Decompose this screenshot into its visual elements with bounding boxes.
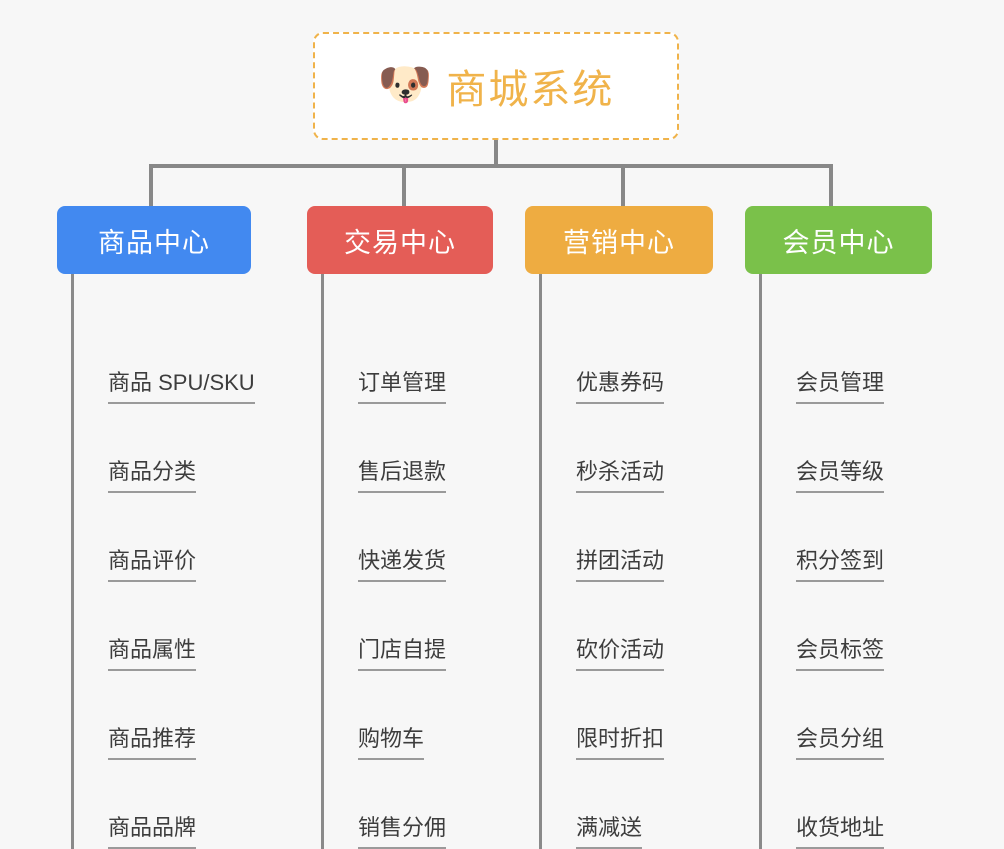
- leaf-label: 会员管理: [796, 370, 885, 404]
- connector-drop-1: [149, 164, 153, 206]
- list-item[interactable]: 购物车: [324, 671, 493, 760]
- list-item[interactable]: 砍价活动: [542, 582, 713, 671]
- category-column-3: 营销中心 优惠券码 秒杀活动 拼团活动 砍价活动 限时折扣 满减送: [525, 206, 713, 849]
- list-item[interactable]: 收货地址: [762, 760, 932, 849]
- leaf-list-3: 优惠券码 秒杀活动 拼团活动 砍价活动 限时折扣 满减送: [539, 274, 713, 849]
- leaf-label: 收货地址: [796, 815, 885, 849]
- list-item[interactable]: 商品分类: [74, 404, 251, 493]
- leaf-label: 限时折扣: [576, 726, 665, 760]
- shiba-dog-icon: 🐶: [377, 60, 433, 109]
- list-item[interactable]: 积分签到: [762, 493, 932, 582]
- leaf-label: 商品分类: [108, 459, 197, 493]
- root-node[interactable]: 🐶 商城系统: [313, 32, 679, 140]
- list-item[interactable]: 销售分佣: [324, 760, 493, 849]
- leaf-label: 满减送: [576, 815, 643, 849]
- leaf-label: 秒杀活动: [576, 459, 665, 493]
- list-item[interactable]: 会员等级: [762, 404, 932, 493]
- list-item[interactable]: 商品评价: [74, 493, 251, 582]
- leaf-label: 购物车: [358, 726, 425, 760]
- list-item[interactable]: 商品推荐: [74, 671, 251, 760]
- leaf-label: 会员等级: [796, 459, 885, 493]
- list-item[interactable]: 商品品牌: [74, 760, 251, 849]
- leaf-label: 商品推荐: [108, 726, 197, 760]
- leaf-label: 积分签到: [796, 548, 885, 582]
- list-item[interactable]: 快递发货: [324, 493, 493, 582]
- list-item[interactable]: 门店自提: [324, 582, 493, 671]
- category-column-4: 会员中心 会员管理 会员等级 积分签到 会员标签 会员分组 收货地址: [745, 206, 932, 849]
- list-item[interactable]: 拼团活动: [542, 493, 713, 582]
- category-column-1: 商品中心 商品 SPU/SKU 商品分类 商品评价 商品属性 商品推荐 商品品牌: [57, 206, 255, 849]
- leaf-label: 商品 SPU/SKU: [108, 370, 255, 404]
- list-item[interactable]: 满减送: [542, 760, 713, 849]
- leaf-label: 商品属性: [108, 637, 197, 671]
- leaf-label: 砍价活动: [576, 637, 665, 671]
- leaf-label: 会员标签: [796, 637, 885, 671]
- list-item[interactable]: 限时折扣: [542, 671, 713, 760]
- list-item[interactable]: 会员管理: [762, 274, 932, 404]
- connector-drop-3: [621, 164, 625, 206]
- leaf-label: 订单管理: [358, 370, 447, 404]
- leaf-label: 优惠券码: [576, 370, 665, 404]
- connector-root-stem: [494, 140, 498, 166]
- category-column-2: 交易中心 订单管理 售后退款 快递发货 门店自提 购物车 销售分佣: [307, 206, 493, 849]
- leaf-label: 会员分组: [796, 726, 885, 760]
- category-header-4[interactable]: 会员中心: [745, 206, 932, 274]
- list-item[interactable]: 商品 SPU/SKU: [74, 274, 255, 404]
- list-item[interactable]: 秒杀活动: [542, 404, 713, 493]
- connector-drop-2: [402, 164, 406, 206]
- category-header-2[interactable]: 交易中心: [307, 206, 493, 274]
- leaf-label: 商品品牌: [108, 815, 197, 849]
- leaf-label: 销售分佣: [358, 815, 447, 849]
- leaf-label: 快递发货: [358, 548, 447, 582]
- list-item[interactable]: 售后退款: [324, 404, 493, 493]
- leaf-list-4: 会员管理 会员等级 积分签到 会员标签 会员分组 收货地址: [759, 274, 932, 849]
- root-title: 商城系统: [446, 68, 615, 112]
- leaf-label: 售后退款: [358, 459, 447, 493]
- leaf-label: 商品评价: [108, 548, 197, 582]
- leaf-label: 门店自提: [358, 637, 447, 671]
- connector-drop-4: [829, 164, 833, 206]
- category-header-3[interactable]: 营销中心: [525, 206, 713, 274]
- list-item[interactable]: 会员标签: [762, 582, 932, 671]
- leaf-label: 拼团活动: [576, 548, 665, 582]
- list-item[interactable]: 优惠券码: [542, 274, 713, 404]
- leaf-list-2: 订单管理 售后退款 快递发货 门店自提 购物车 销售分佣: [321, 274, 493, 849]
- list-item[interactable]: 订单管理: [324, 274, 493, 404]
- category-header-1[interactable]: 商品中心: [57, 206, 251, 274]
- leaf-list-1: 商品 SPU/SKU 商品分类 商品评价 商品属性 商品推荐 商品品牌: [71, 274, 255, 849]
- list-item[interactable]: 商品属性: [74, 582, 251, 671]
- connector-horizontal-bus: [149, 164, 833, 168]
- list-item[interactable]: 会员分组: [762, 671, 932, 760]
